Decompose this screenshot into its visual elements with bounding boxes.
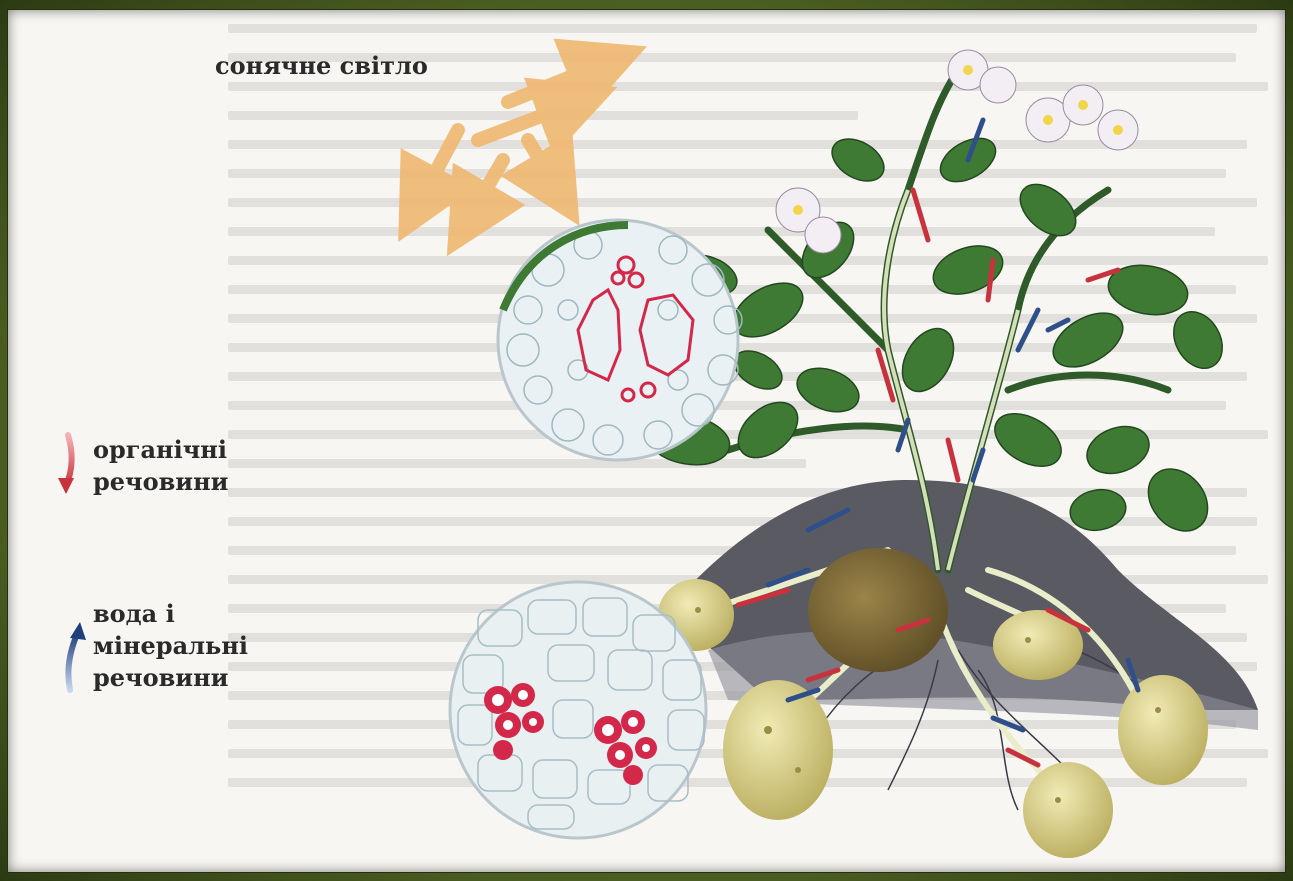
- tuber-cross-section: [450, 582, 706, 838]
- organic-substances-label: органічні речовини: [93, 434, 228, 498]
- sunlight-arrows: [418, 62, 608, 220]
- red-down-arrow-icon: [58, 435, 74, 494]
- organic-label-line1: органічні: [93, 434, 228, 466]
- blue-up-arrow-icon: [68, 622, 86, 690]
- water-label-line3: речовини: [93, 662, 248, 694]
- diagram-frame: сонячне світло органічні речовини вода і…: [8, 10, 1285, 872]
- water-label-line2: мінеральні: [93, 630, 248, 662]
- stem-cross-section: [498, 220, 742, 460]
- water-label-line1: вода і: [93, 598, 248, 630]
- organic-label-line2: речовини: [93, 466, 228, 498]
- water-minerals-label: вода і мінеральні речовини: [93, 598, 248, 694]
- sunlight-label: сонячне світло: [215, 50, 428, 82]
